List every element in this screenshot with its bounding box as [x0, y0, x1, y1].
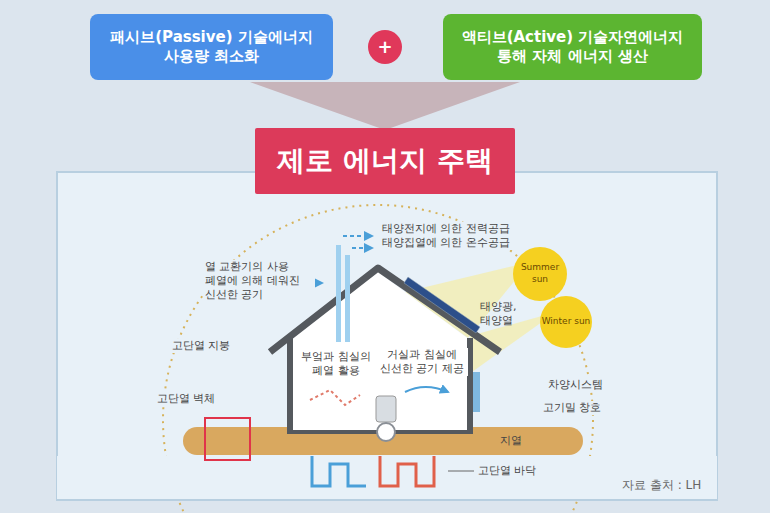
part-label: 고단열 벽체 — [155, 392, 218, 406]
passive-box: 패시브(Passive) 기술에너지 사용량 최소화 — [90, 14, 333, 80]
part-label: 고단열 바닥 — [476, 464, 539, 478]
leader-line — [448, 471, 474, 472]
source-note: 자료 출처 : LH — [620, 478, 703, 492]
callout-label: 태양광, 태양열 — [478, 300, 532, 328]
waste-heat-arrow — [310, 390, 360, 405]
illustration-panel — [57, 172, 717, 500]
part-label: 고기밀 창호 — [541, 401, 604, 415]
sun-circle: Winter sun — [540, 296, 592, 348]
exhaust-pipe — [336, 245, 341, 342]
geothermal-pipe — [312, 456, 366, 486]
part-label: 차양시스템 — [546, 378, 605, 392]
house-wall — [287, 338, 293, 432]
node-text: + — [377, 35, 392, 58]
node-text: 제로 에너지 주택 — [277, 143, 493, 179]
window-shade — [473, 372, 480, 412]
node-text: 패시브(Passive) 기술에너지 사용량 최소화 — [100, 28, 323, 67]
wall-highlight — [205, 418, 250, 460]
exhaust-pipe — [345, 255, 350, 342]
flow-arrow — [352, 247, 372, 249]
exchanger-symbol — [377, 423, 395, 441]
plus-circle: + — [368, 30, 402, 64]
callout-label: 열 교환기의 사용 폐열에 의해 데워진 신선한 공기 — [203, 260, 315, 302]
node-text: Winter sun — [542, 316, 591, 328]
part-label: 고단열 지붕 — [170, 339, 233, 353]
flow-arrow — [343, 235, 372, 237]
house-interior — [290, 272, 470, 430]
node-text: Summer sun — [513, 262, 567, 285]
active-box: 액티브(Active) 기술자연에너지 통해 자체 에너지 생산 — [443, 14, 702, 80]
arc-mask — [57, 456, 717, 499]
solar-panel — [404, 277, 480, 333]
room-label: 거실과 침실에 신선한 공기 제공 — [376, 348, 468, 376]
part-label: 지열 — [498, 434, 524, 448]
title-box: 제로 에너지 주택 — [255, 128, 515, 194]
heat-exchanger — [376, 396, 396, 422]
room-label: 부엌과 침실의 폐열 활용 — [296, 350, 376, 378]
merge-funnel — [250, 82, 520, 130]
node-text: 액티브(Active) 기술자연에너지 통해 자체 에너지 생산 — [453, 28, 692, 67]
sun-circle: Summer sun — [513, 247, 567, 301]
callout-label: 태양전지에 의한 전력공급 태양집열에 의한 온수공급 — [380, 222, 524, 250]
geothermal-pipe — [380, 456, 434, 486]
fresh-air-arrow — [405, 387, 448, 392]
